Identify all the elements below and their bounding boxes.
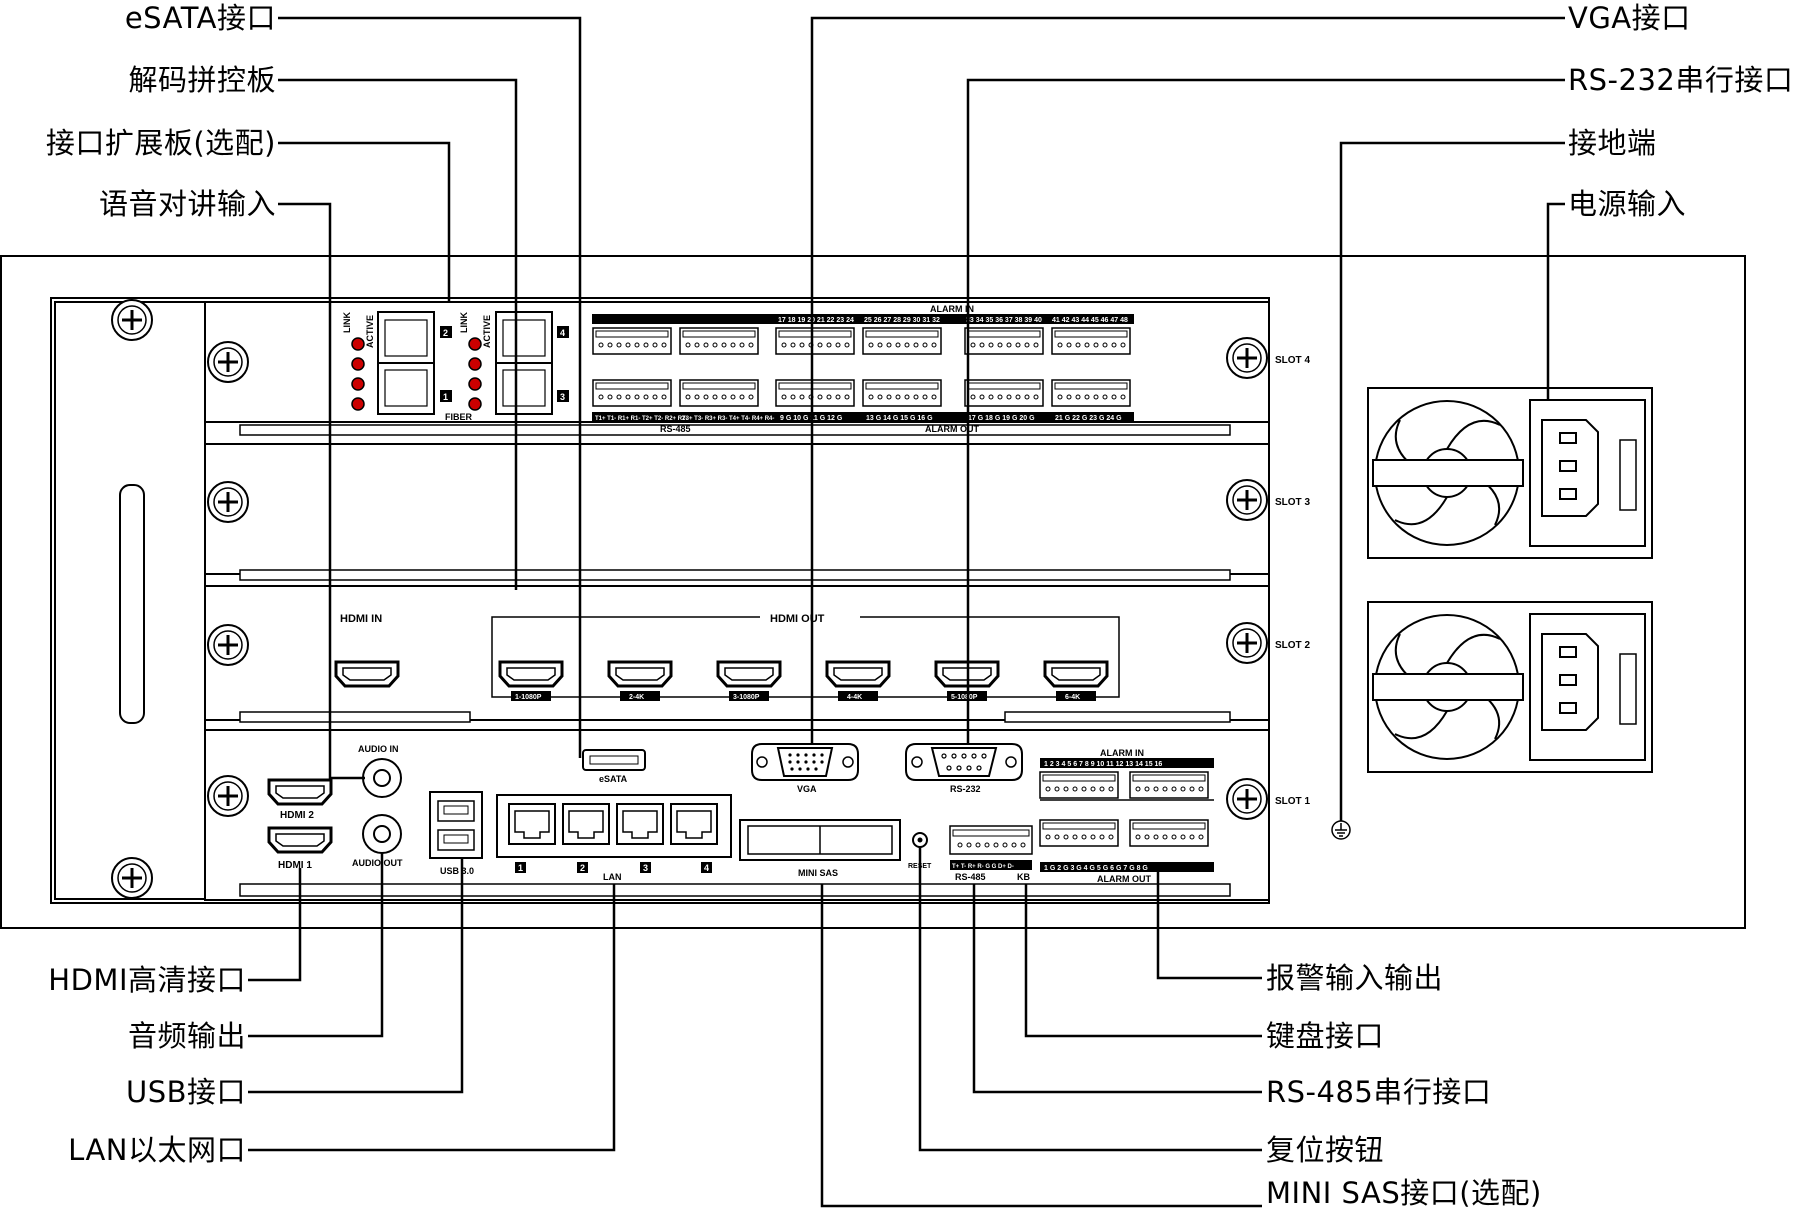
esata-port-label: eSATA <box>599 774 628 784</box>
hdmi1-label: HDMI 1 <box>278 860 312 871</box>
fiber-active-label-1: ACTIVE <box>365 315 375 348</box>
power-supply-2 <box>1367 601 1653 773</box>
slot-3-board <box>204 443 1270 581</box>
callout-voice-intercom: 语音对讲输入 <box>98 187 276 221</box>
hdmi-in-label: HDMI IN <box>340 613 382 625</box>
slot4-alarm-out-label: ALARM OUT <box>925 424 979 434</box>
callout-expansion-board: 接口扩展板(选配) <box>45 126 276 160</box>
slot4-rs485-group-2: T3+ T3- R3+ R3- T4+ T4- R4+ R4- <box>682 416 774 422</box>
hdmi-out-label-1: 1-1080P <box>515 694 542 701</box>
kb-label: KB <box>1017 872 1030 882</box>
callout-minisas: MINI SAS接口(选配) <box>1266 1176 1542 1210</box>
handle-grip <box>119 484 145 724</box>
slot2-hdmi-board: HDMI IN HDMI OUT 1-1080P 2-4K 3-1080P 4-… <box>334 611 1120 701</box>
slot-label-3: SLOT 3 <box>1275 497 1310 508</box>
callout-vga: VGA接口 <box>1568 1 1691 35</box>
fiber-port-num-2: 2 <box>443 328 448 338</box>
callout-reset: 复位按钮 <box>1266 1133 1385 1167</box>
slot-label-2: SLOT 2 <box>1275 640 1310 651</box>
slot4-alarm-in-group-3: 33 34 35 36 37 38 39 40 <box>966 317 1042 324</box>
slot4-alarm-out-group-4: 21 G 22 G 23 G 24 G <box>1055 415 1122 422</box>
fiber-link-label-1: LINK <box>342 312 352 333</box>
callout-rs485: RS-485串行接口 <box>1266 1075 1492 1109</box>
vga-port <box>751 743 859 781</box>
fiber-module: LINK ACTIVE LINK ACTIVE 2 1 4 3 FIBE <box>342 311 569 422</box>
hdmi2-label: HDMI 2 <box>280 810 314 821</box>
slot4-alarm-out-group-2: 13 G 14 G 15 G 16 G <box>866 415 933 422</box>
hdmi-out-label-2: 2-4K <box>629 694 644 701</box>
slot1-main-board: HDMI 2 HDMI 1 AUDIO IN AUDIO OUT USB 3.0 <box>267 743 1214 884</box>
rs232-port-label: RS-232 <box>950 784 981 794</box>
hdmi-out-label-6: 6-4K <box>1065 694 1080 701</box>
lan-num-3: 3 <box>643 863 648 873</box>
slot4-alarm-in-label: ALARM IN <box>930 304 974 314</box>
hdmi-out-label-3: 3-1080P <box>733 694 760 701</box>
fiber-link-label-2: LINK <box>459 312 469 333</box>
callout-alarm-io: 报警输入输出 <box>1266 961 1444 995</box>
callout-decode-board: 解码拼控板 <box>128 63 276 97</box>
callout-power-input: 电源输入 <box>1568 187 1687 221</box>
fiber-port-num-3: 3 <box>560 392 565 402</box>
rs232-port <box>905 743 1023 781</box>
slot1-alarm-in-nums: 1 2 3 4 5 6 7 8 9 10 11 12 13 14 15 16 <box>1044 761 1162 768</box>
callout-rs232: RS-232串行接口 <box>1568 63 1794 97</box>
fiber-active-label-2: ACTIVE <box>482 315 492 348</box>
callout-ground: 接地端 <box>1568 126 1657 160</box>
lan-num-2: 2 <box>580 863 585 873</box>
slot4-alarm-in-group-4: 41 42 43 44 45 46 47 48 <box>1052 317 1128 324</box>
slot1-rs485-label: RS-485 <box>955 872 986 882</box>
audio-in-label: AUDIO IN <box>358 744 399 754</box>
callout-usb: USB接口 <box>125 1075 246 1109</box>
fiber-port-num-4: 4 <box>560 328 565 338</box>
lan-label: LAN <box>603 872 622 882</box>
slot-label-4: SLOT 4 <box>1275 355 1310 366</box>
slot1-rs485-pins: T+ T- R+ R- G G D+ D- <box>952 864 1014 870</box>
power-supply-1 <box>1367 387 1653 559</box>
slot4-alarm-in-group-1: 17 18 19 20 21 22 23 24 <box>778 317 854 324</box>
slot4-alarm-in-group-2: 25 26 27 28 29 30 31 32 <box>864 317 940 324</box>
hdmi-out-label-4: 4-4K <box>847 694 862 701</box>
lan-num-4: 4 <box>704 863 709 873</box>
callout-audio-out: 音频输出 <box>127 1019 246 1053</box>
slot4-rs485-label: RS-485 <box>660 424 691 434</box>
minisas-label: MINI SAS <box>798 868 838 878</box>
audio-out-label: AUDIO OUT <box>352 858 403 868</box>
callout-esata: eSATA接口 <box>124 1 276 35</box>
fiber-label: FIBER <box>445 412 473 422</box>
slot4-rs485-group-1: T1+ T1- R1+ R1- T2+ T2- R2+ R2- <box>595 416 687 422</box>
leader-lines <box>248 16 1565 1208</box>
vga-port-label: VGA <box>797 784 817 794</box>
slot-2-board <box>204 585 1270 723</box>
slot1-alarm-out-nums: 1 G 2 G 3 G 4 G 5 G 6 G 7 G 8 G <box>1044 865 1148 872</box>
hdmi-out-label: HDMI OUT <box>770 613 825 625</box>
callout-hdmi: HDMI高清接口 <box>48 963 246 997</box>
slot-label-1: SLOT 1 <box>1275 796 1310 807</box>
slot1-alarm-out-label: ALARM OUT <box>1097 874 1151 884</box>
callout-lan: LAN以太网口 <box>68 1133 246 1167</box>
lan-num-1: 1 <box>518 863 523 873</box>
slot4-alarm-out-group-3: 17 G 18 G 19 G 20 G <box>968 415 1035 422</box>
usb-label: USB 3.0 <box>440 866 474 876</box>
hdmi-out-label-5: 5-1080P <box>951 694 978 701</box>
ground-terminal-icon <box>1331 820 1351 840</box>
slot1-alarm-in-label: ALARM IN <box>1100 748 1144 758</box>
callout-keyboard: 键盘接口 <box>1266 1019 1385 1053</box>
fiber-port-num-1: 1 <box>443 392 448 402</box>
